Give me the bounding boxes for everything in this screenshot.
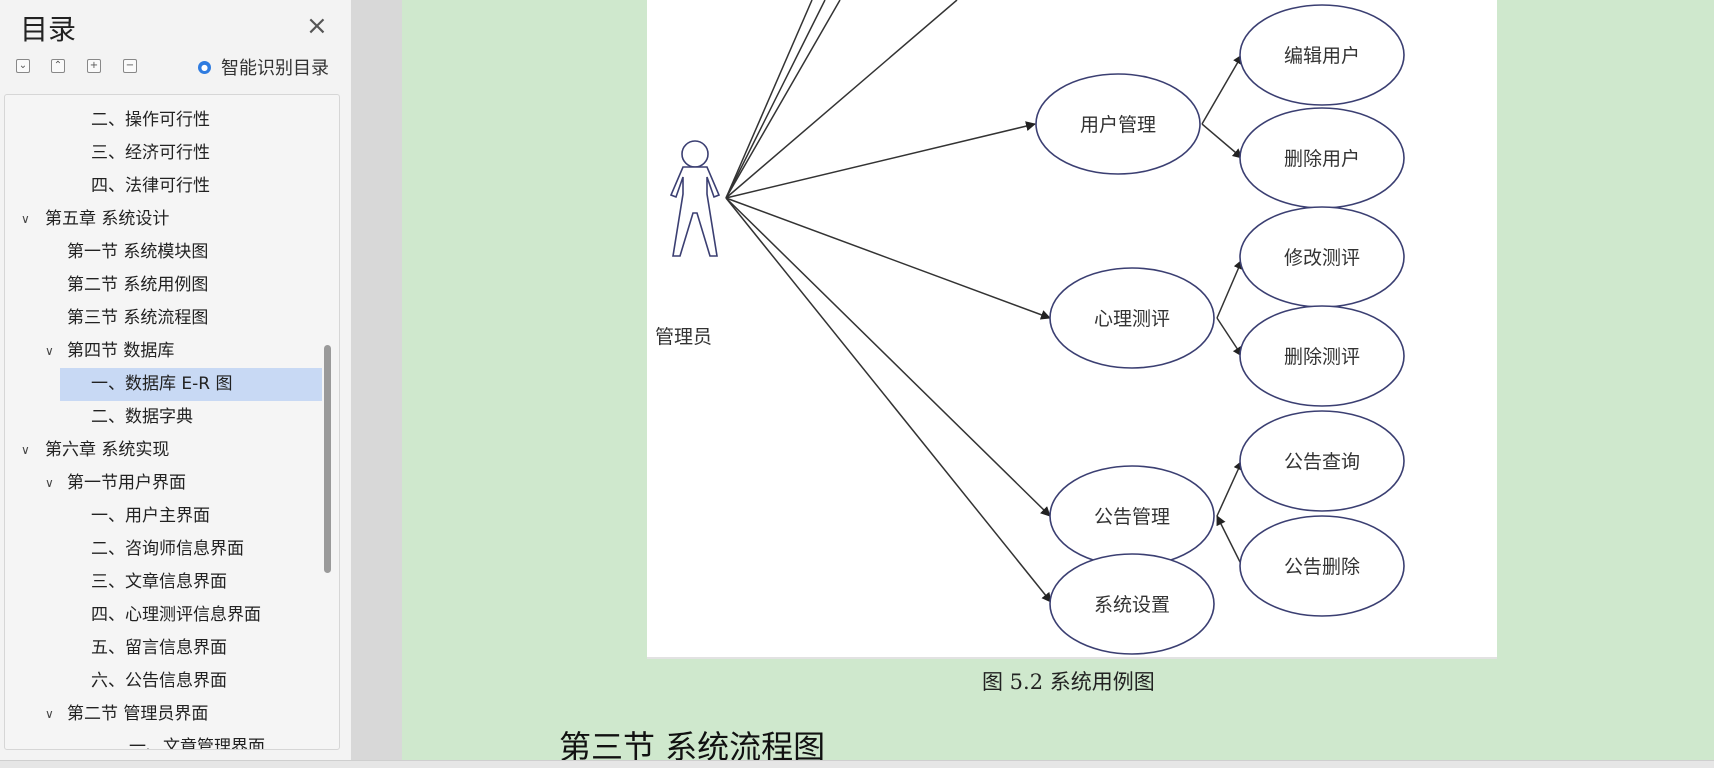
ai-icon: ●	[198, 60, 211, 74]
toc-item[interactable]: 三、文章信息界面	[91, 572, 227, 592]
toc-item-admin-ui[interactable]: ∨ 第二节 管理员界面	[45, 698, 331, 731]
toc-item[interactable]: 第三节 系统流程图	[67, 308, 209, 328]
toc-item[interactable]: 二、操作可行性	[91, 110, 210, 130]
toc-item-user-ui[interactable]: ∨ 第一节用户界面	[45, 467, 331, 500]
toc-item[interactable]: 第一节 系统模块图	[67, 242, 209, 262]
toc-item[interactable]: 一、用户主界面	[91, 506, 210, 526]
smart-recognize-label: 智能识别目录	[221, 58, 329, 79]
close-icon[interactable]: ×	[306, 11, 328, 41]
use-case-edit-user	[1239, 4, 1405, 106]
toc-item-chapter6[interactable]: ∨ 第六章 系统实现	[21, 434, 331, 467]
toc-item-selected[interactable]: 一、数据库 E-R 图	[60, 368, 322, 401]
toc-item-chapter5[interactable]: ∨ 第五章 系统设计	[21, 203, 331, 236]
toc-item[interactable]: 六、公告信息界面	[91, 671, 227, 691]
use-case-notice-delete	[1239, 515, 1405, 617]
sidebar-title: 目录	[20, 13, 77, 46]
chevron-down-icon[interactable]: ∨	[21, 212, 30, 226]
label-notice-mgmt: 公告管理	[1094, 506, 1170, 528]
document-page: 管理员 用户管理 编辑用户 删除用户	[402, 0, 1714, 766]
toc-item[interactable]: 二、咨询师信息界面	[91, 539, 244, 559]
expand-all-icon[interactable]: ⌄	[16, 59, 30, 73]
use-case-user-mgmt	[1035, 73, 1201, 175]
diagram-canvas: 管理员 用户管理 编辑用户 删除用户	[655, 0, 1405, 655]
toc-item[interactable]: 四、法律可行性	[91, 176, 210, 196]
add-level-icon[interactable]: +	[87, 59, 101, 73]
label-notice-query: 公告查询	[1284, 451, 1360, 473]
toc-item[interactable]: 二、数据字典	[91, 407, 193, 427]
actor-icon	[669, 140, 721, 257]
use-case-notice-query	[1239, 410, 1405, 512]
collapse-all-icon[interactable]: ⌃	[51, 59, 65, 73]
actor-lines-offscreen	[725, 0, 958, 199]
use-case-delete-eval	[1239, 305, 1405, 407]
label-edit-user: 编辑用户	[1284, 45, 1360, 67]
toc-item-database[interactable]: ∨ 第四节 数据库	[45, 335, 331, 368]
toc-scrollbar-thumb[interactable]	[324, 345, 331, 573]
chevron-down-icon[interactable]: ∨	[45, 707, 54, 721]
figure-caption: 图 5.2 系统用例图	[982, 670, 1155, 694]
chevron-down-icon[interactable]: ∨	[45, 476, 54, 490]
toc-item[interactable]: 三、经济可行性	[91, 143, 210, 163]
toc-item[interactable]: 一、文章管理界面	[129, 737, 265, 750]
use-case-diagram: 管理员 用户管理 编辑用户 删除用户	[647, 0, 1497, 659]
toc-item[interactable]: 五、留言信息界面	[91, 638, 227, 658]
label-sys-settings: 系统设置	[1094, 594, 1170, 616]
label-modify-eval: 修改测评	[1284, 247, 1360, 269]
label-user-mgmt: 用户管理	[1080, 114, 1156, 136]
smart-recognize-button[interactable]: ● 智能识别目录	[198, 54, 329, 80]
use-case-sys-settings	[1049, 553, 1215, 655]
toc-sidebar: 目录 × ⌄ ⌃ + − ● 智能识别目录 二、操作可行性 三、经济可行性 四、…	[0, 0, 352, 767]
remove-level-icon[interactable]: −	[123, 59, 137, 73]
status-bar-edge	[0, 760, 1714, 768]
chevron-down-icon[interactable]: ∨	[21, 443, 30, 457]
toc-item[interactable]: 四、心理测评信息界面	[91, 605, 261, 625]
actor-label: 管理员	[655, 326, 712, 348]
toc-item[interactable]: 第二节 系统用例图	[67, 275, 209, 295]
label-notice-delete: 公告删除	[1284, 556, 1360, 578]
document-viewport[interactable]: 管理员 用户管理 编辑用户 删除用户	[352, 0, 1714, 766]
chevron-down-icon[interactable]: ∨	[45, 344, 54, 358]
toc-tree: 二、操作可行性 三、经济可行性 四、法律可行性 ∨ 第五章 系统设计 第一节 系…	[4, 94, 340, 750]
label-delete-user: 删除用户	[1284, 148, 1360, 170]
use-case-psych-eval	[1049, 267, 1215, 369]
label-delete-eval: 删除测评	[1284, 346, 1360, 368]
label-psych-eval: 心理测评	[1094, 308, 1170, 330]
include-arrows	[1201, 54, 1244, 567]
use-case-ellipses	[1035, 4, 1405, 655]
use-case-labels: 用户管理 编辑用户 删除用户 心理测评 修改测评 删除测评 公告管理 公告查询 …	[1080, 45, 1360, 616]
actor-associations	[725, 121, 1052, 603]
section-heading: 第三节 系统流程图	[559, 728, 826, 766]
